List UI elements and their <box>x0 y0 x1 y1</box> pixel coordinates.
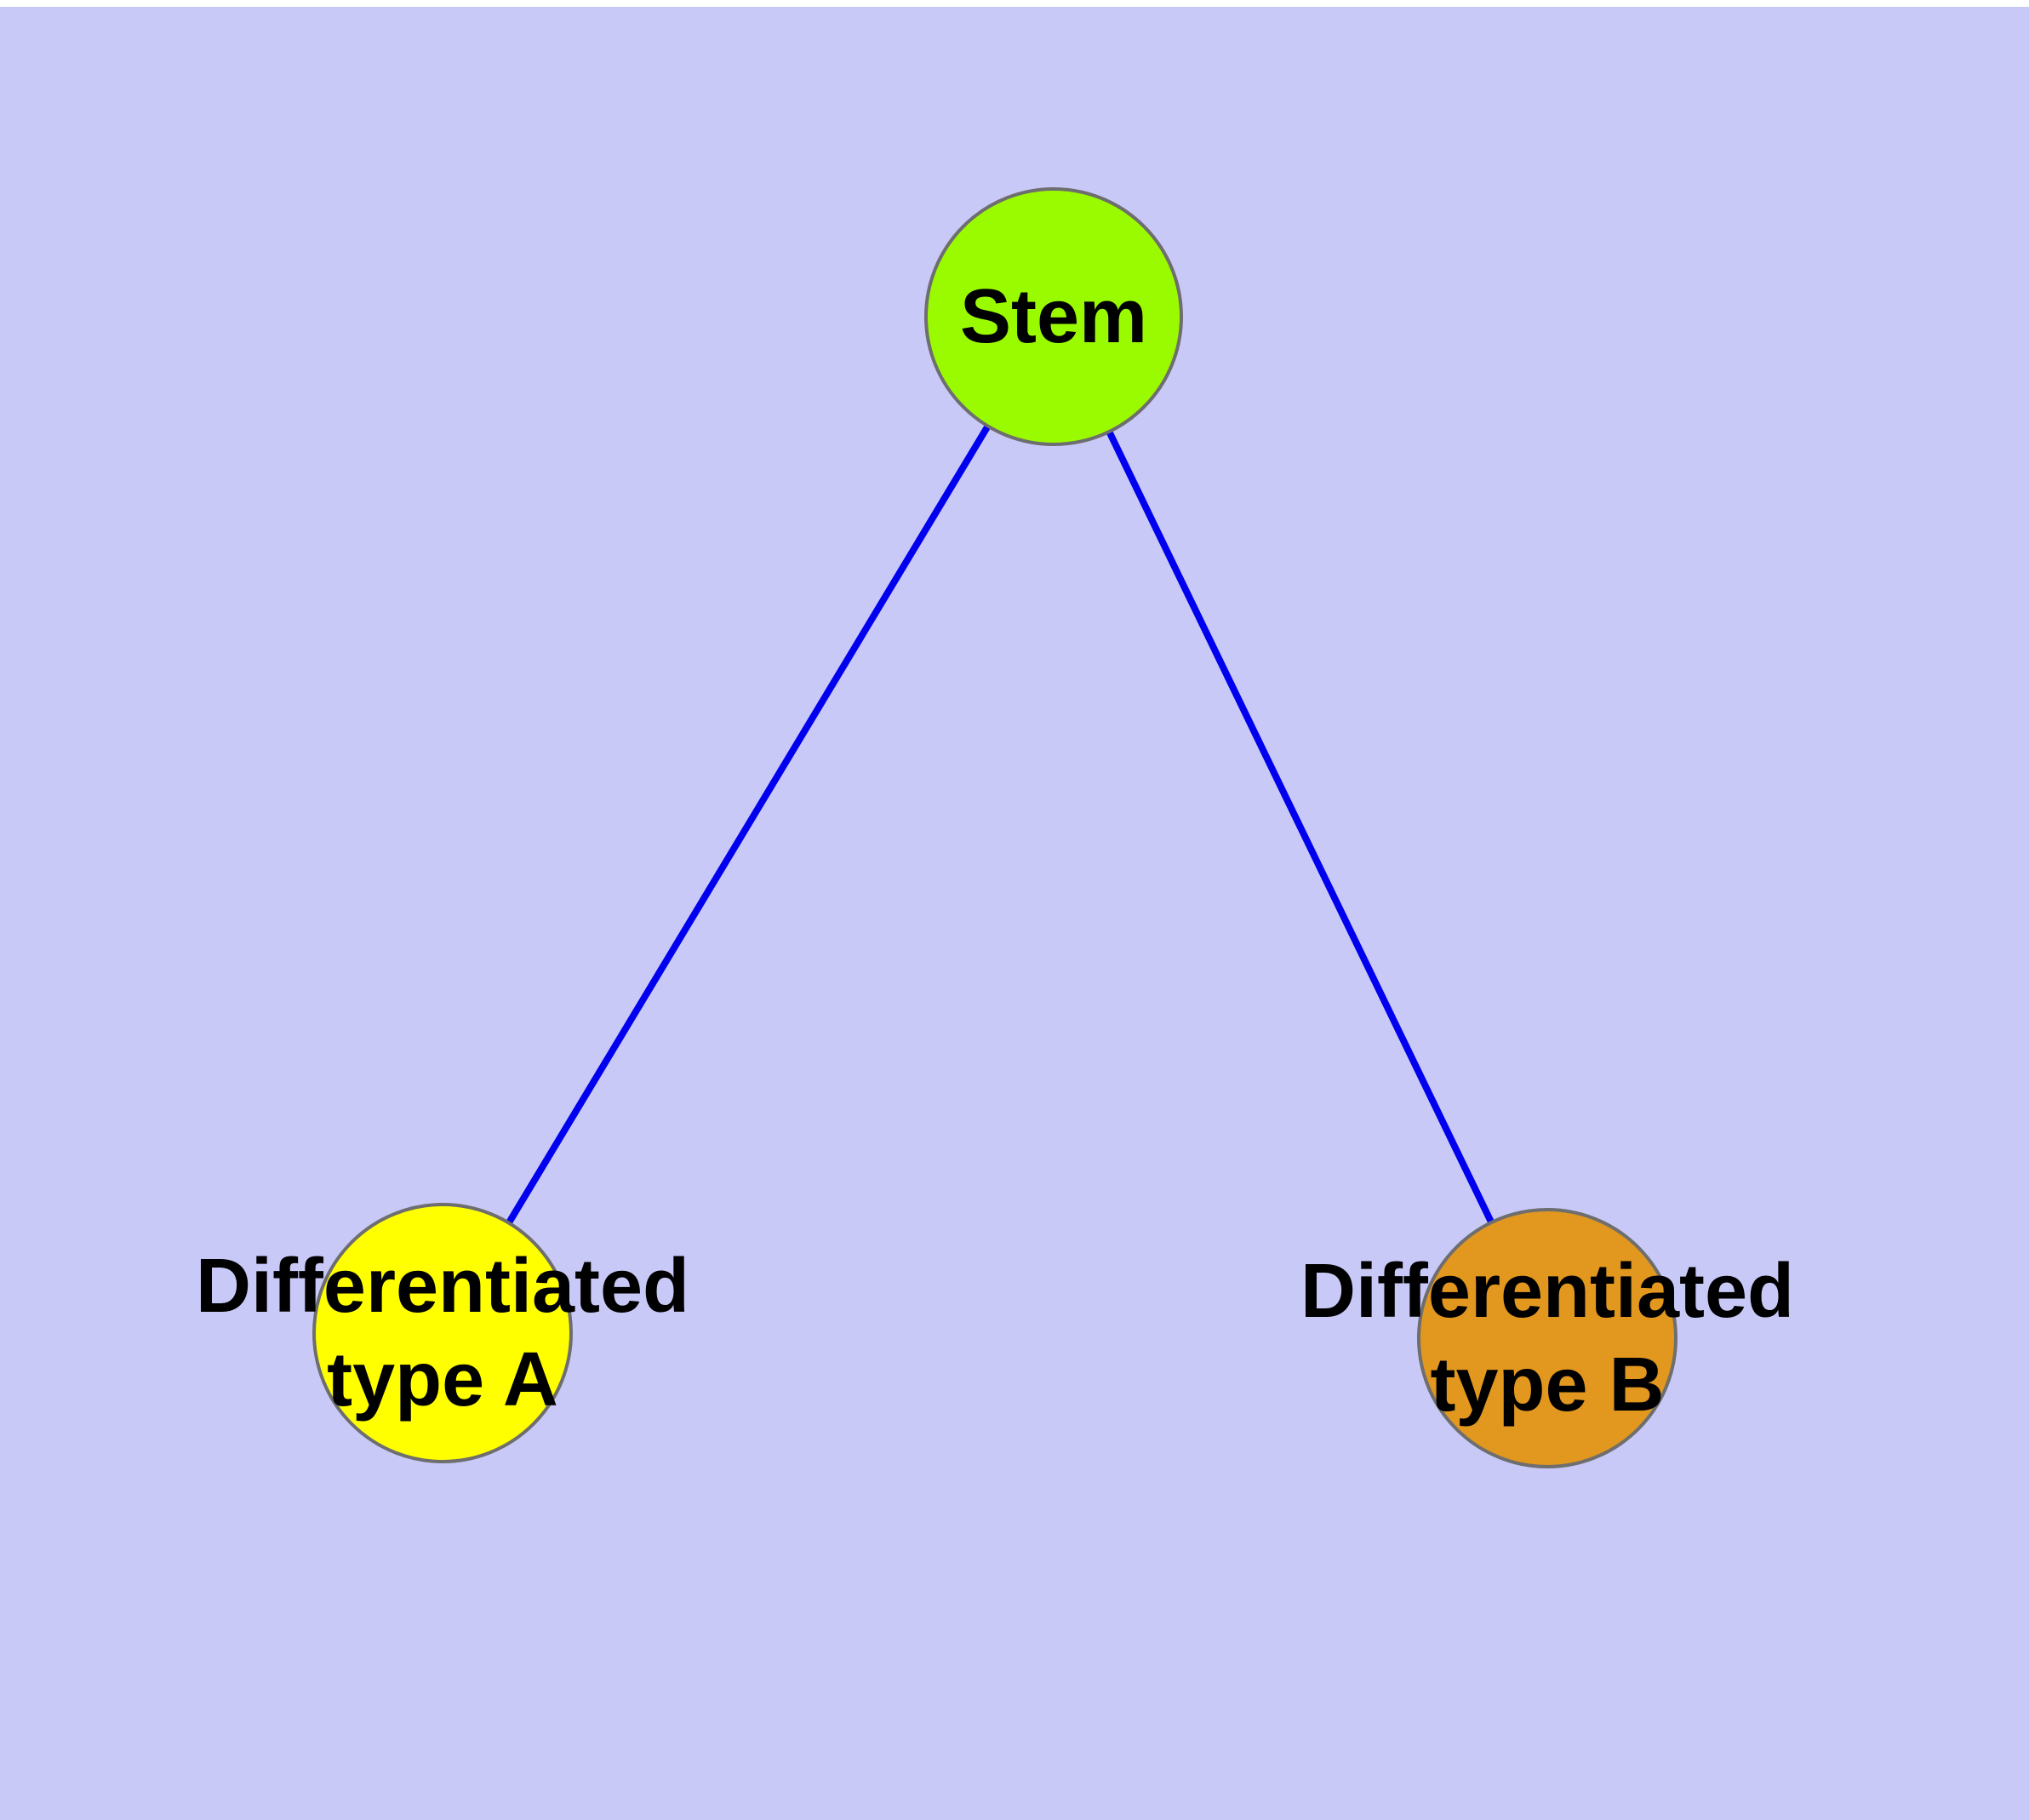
node-stem-circle <box>924 187 1183 446</box>
node-differentiated-type-a-circle <box>312 1203 573 1463</box>
edge-stem-to-type-b <box>1050 315 1551 1340</box>
edge-stem-to-type-a <box>439 314 1057 1336</box>
node-differentiated-type-b-circle <box>1417 1208 1677 1468</box>
